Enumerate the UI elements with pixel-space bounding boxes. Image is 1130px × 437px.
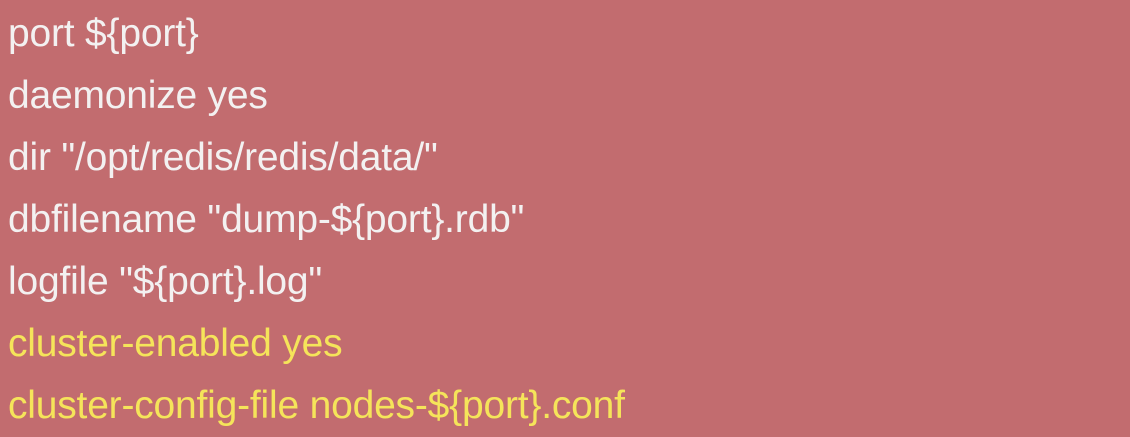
redis-config-list: port ${port} daemonize yes dir "/opt/red…	[8, 3, 625, 437]
config-line-port: port ${port}	[8, 12, 199, 55]
config-line-dir: dir "/opt/redis/redis/data/"	[8, 136, 438, 179]
config-line-daemonize: daemonize yes	[8, 74, 268, 117]
config-line-dbfilename: dbfilename "dump-${port}.rdb"	[8, 198, 525, 241]
config-line-cluster-enabled: cluster-enabled yes	[8, 322, 343, 365]
config-line-logfile: logfile "${port}.log"	[8, 260, 323, 303]
config-line-cluster-config-file: cluster-config-file nodes-${port}.conf	[8, 384, 625, 427]
